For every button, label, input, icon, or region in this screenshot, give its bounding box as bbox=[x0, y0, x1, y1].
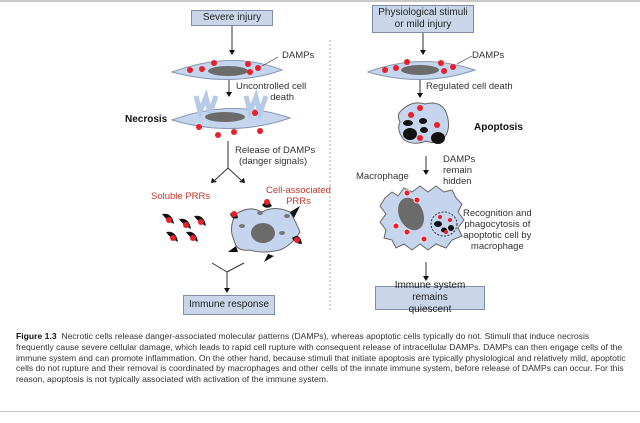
damp-dot bbox=[245, 61, 251, 67]
damp-dot bbox=[255, 65, 261, 71]
damps-label-left: DAMPs bbox=[282, 50, 315, 61]
release-damps-label: Release of DAMPs (danger signals) bbox=[235, 145, 315, 167]
bottom-border bbox=[0, 411, 640, 412]
severe-injury-text: Severe injury bbox=[202, 12, 262, 23]
regulated-death-label: Regulated cell death bbox=[426, 81, 513, 92]
arrow-split-right bbox=[227, 167, 242, 181]
figure-caption: Figure 1.3 Necrotic cells release danger… bbox=[16, 331, 626, 385]
physiological-stimuli-box: Physiological stimuli or mild injury bbox=[372, 5, 474, 33]
recognition-line-2: phagocytosis of bbox=[464, 219, 531, 230]
damp-dot bbox=[211, 60, 217, 66]
macrophage-cell bbox=[379, 185, 465, 251]
recognition-line-4: macrophage bbox=[470, 241, 524, 252]
healthy-cell-right bbox=[366, 55, 477, 81]
hidden-line-1: DAMPs bbox=[443, 154, 476, 165]
apoptosis-label: Apoptosis bbox=[474, 122, 523, 133]
arrow-split-left bbox=[214, 167, 229, 181]
figure-label: Figure 1.3 bbox=[16, 331, 57, 341]
uncontrolled-death-label: Uncontrolled cell death bbox=[236, 81, 306, 103]
severe-injury-box: Severe injury bbox=[191, 10, 273, 26]
hidden-line-3: hidden bbox=[443, 176, 472, 187]
quiescent-line-1: Immune system remains bbox=[394, 280, 466, 303]
damp-dot bbox=[187, 67, 193, 73]
necrosis-label: Necrosis bbox=[125, 114, 168, 125]
immune-quiescent-box: Immune system remains quiescent bbox=[375, 280, 485, 315]
caption-text: Necrotic cells release danger-associated… bbox=[16, 331, 626, 385]
stimuli-line-1: Physiological stimuli bbox=[378, 7, 468, 18]
release-line-2: (danger signals) bbox=[239, 156, 308, 167]
immune-response-text: Immune response bbox=[188, 299, 270, 310]
damps-label-right: DAMPs bbox=[472, 50, 505, 61]
recognition-label: Recognition and phagocytosis of apoptoti… bbox=[463, 208, 532, 252]
soluble-prrs bbox=[162, 213, 206, 242]
damps-hidden-label: DAMPs remain hidden bbox=[443, 154, 475, 187]
soluble-prrs-label: Soluble PRRs bbox=[151, 191, 211, 202]
stimuli-line-2: or mild injury bbox=[394, 19, 452, 30]
recognition-line-1: Recognition and bbox=[463, 208, 532, 219]
damp-dot bbox=[199, 66, 205, 72]
cell-assoc-line-1: Cell-associated bbox=[266, 185, 331, 196]
immune-cell-with-prrs bbox=[228, 199, 302, 262]
uncontrolled-line-2: death bbox=[270, 92, 294, 103]
quiescent-line-2: quiescent bbox=[408, 304, 452, 315]
hidden-line-2: remain bbox=[443, 165, 473, 176]
release-line-1: Release of DAMPs bbox=[235, 145, 316, 156]
top-border bbox=[0, 0, 640, 2]
immune-response-box: Immune response bbox=[183, 295, 275, 315]
healthy-cell-left bbox=[170, 56, 284, 81]
cell-associated-prrs-label: Cell-associated PRRs bbox=[266, 185, 331, 207]
uncontrolled-line-1: Uncontrolled cell bbox=[236, 81, 307, 92]
necrotic-cell bbox=[170, 88, 292, 138]
recognition-line-3: apoptotic cell by bbox=[463, 230, 532, 241]
damp-dot bbox=[247, 69, 253, 75]
macrophage-label: Macrophage bbox=[356, 171, 409, 182]
diagram-canvas bbox=[162, 22, 477, 310]
apoptotic-cell bbox=[397, 102, 450, 144]
cell-assoc-line-2: PRRs bbox=[286, 196, 311, 207]
